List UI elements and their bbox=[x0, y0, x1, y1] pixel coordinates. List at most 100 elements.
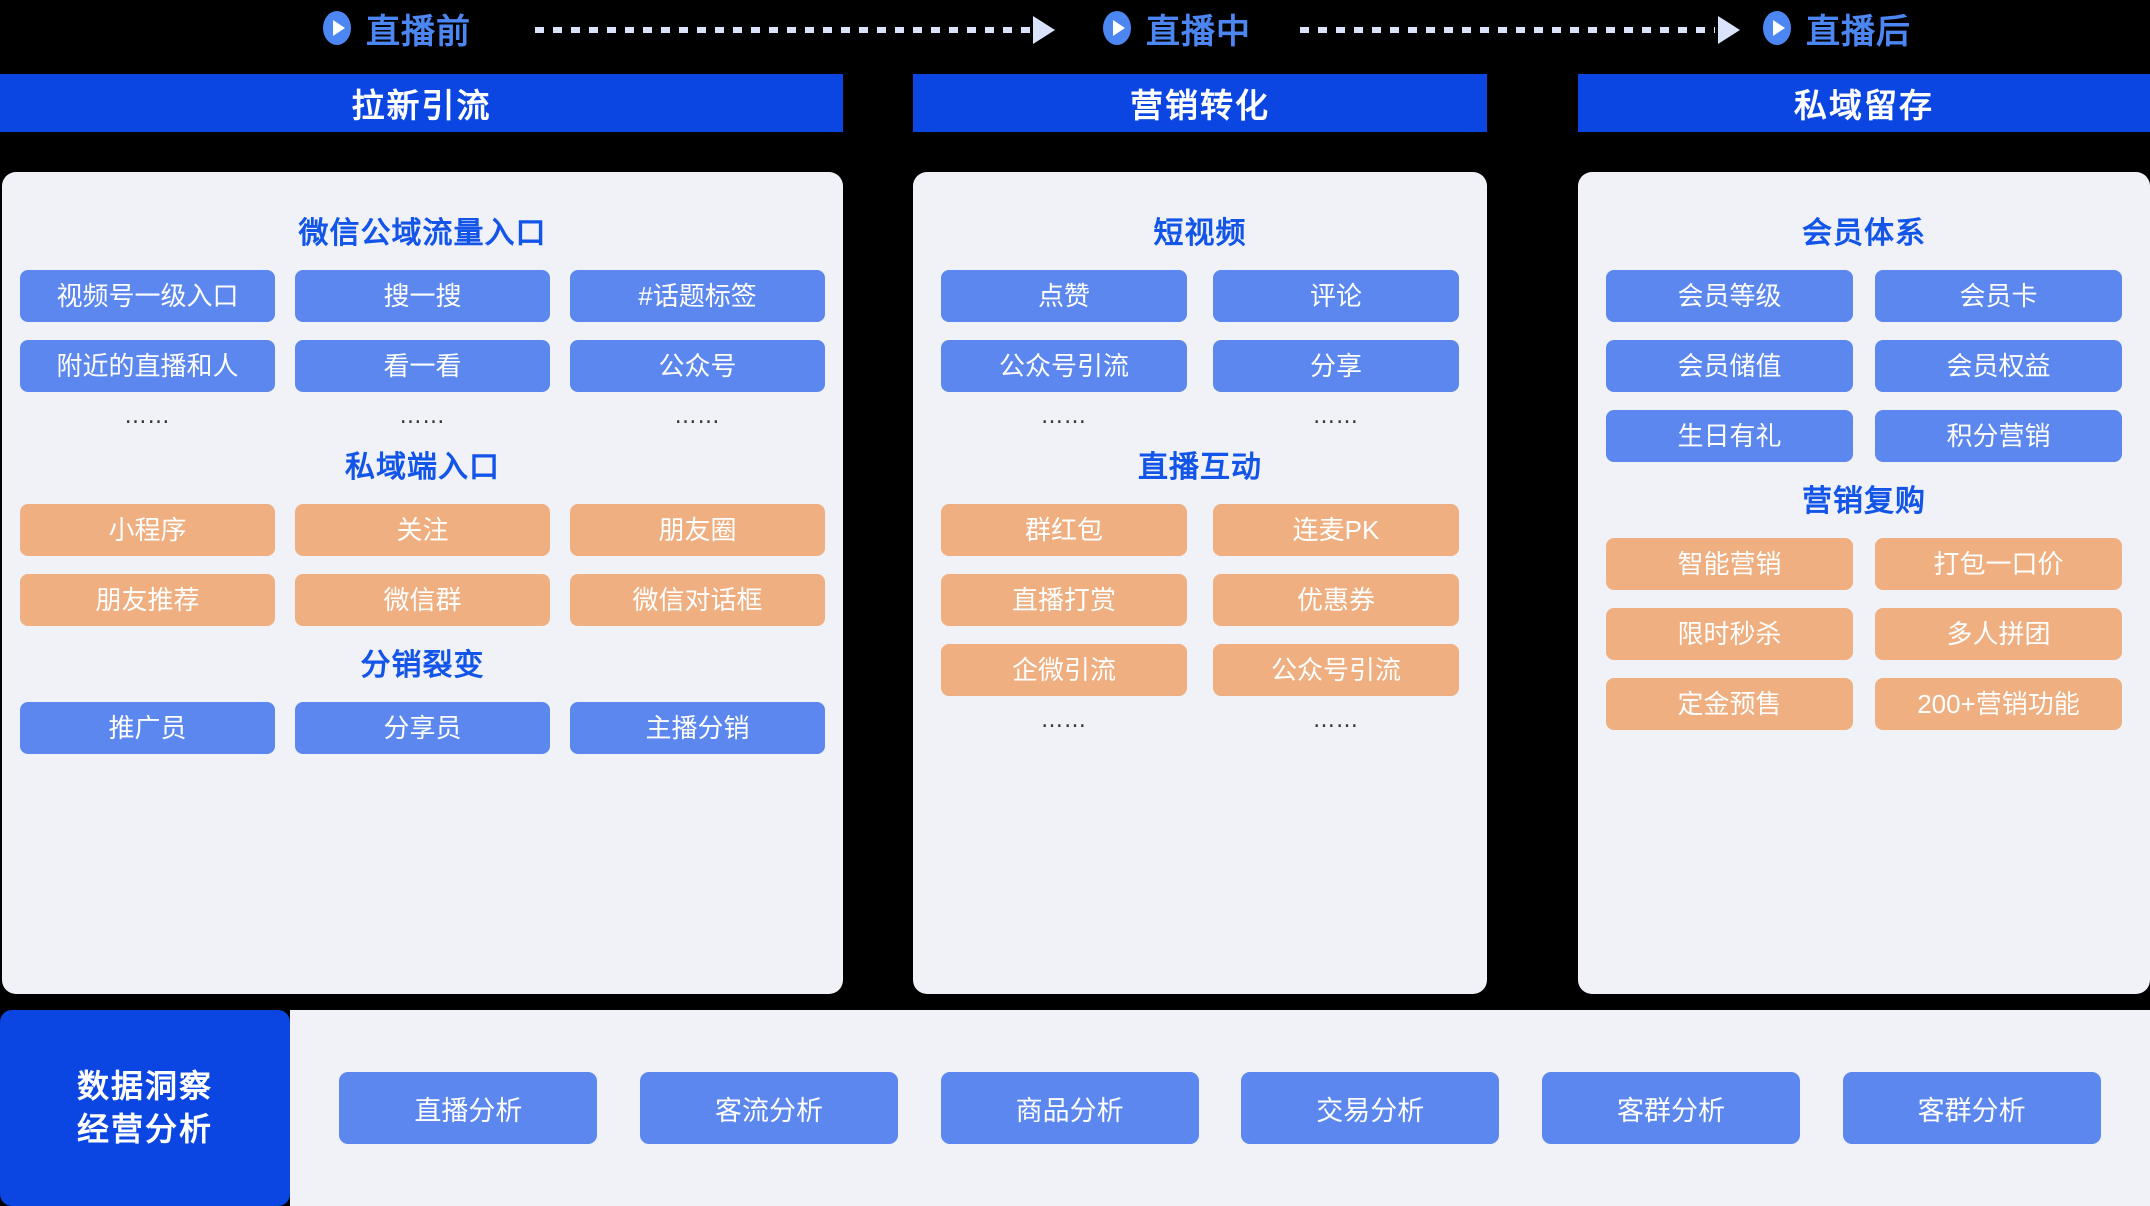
ellipsis-marker: …… bbox=[1041, 404, 1087, 429]
play-circle-icon bbox=[323, 11, 351, 45]
ellipsis-marker: …… bbox=[124, 404, 171, 429]
tile-row: 定金预售 200+营销功能 bbox=[1606, 678, 2122, 730]
ellipsis-marker: …… bbox=[674, 404, 721, 429]
feature-tile[interactable]: 连麦PK bbox=[1213, 504, 1459, 556]
column-panel-pre-live: 微信公域流量入口视频号一级入口搜一搜#话题标签附近的直播和人看一看公众号…………… bbox=[2, 172, 843, 994]
ellipsis-row: …… …… bbox=[941, 406, 1459, 428]
tile-row: 公众号引流分享 bbox=[941, 340, 1459, 392]
feature-tile[interactable]: #话题标签 bbox=[570, 270, 825, 322]
group-title: 分销裂变 bbox=[360, 649, 485, 682]
feature-tile[interactable]: 公众号引流 bbox=[1213, 644, 1459, 696]
ellipsis-marker: …… bbox=[399, 404, 446, 429]
ellipsis-row: …… …… …… bbox=[20, 406, 825, 428]
play-circle-icon bbox=[1103, 11, 1131, 45]
group-title: 微信公域流量入口 bbox=[298, 217, 547, 250]
panel-inner: 会员体系会员等级会员卡会员储值会员权益生日有礼积分营销营销复购智能营销打包一口价… bbox=[1578, 176, 2150, 748]
feature-tile[interactable]: 优惠券 bbox=[1213, 574, 1459, 626]
feature-tile[interactable]: 智能营销 bbox=[1606, 538, 1853, 590]
ellipsis-marker: …… bbox=[1313, 404, 1359, 429]
feature-tile[interactable]: 生日有礼 bbox=[1606, 410, 1853, 462]
analytics-label-line1: 数据洞察 bbox=[76, 1067, 213, 1104]
tile-row: 小程序关注朋友圈 bbox=[20, 504, 825, 556]
phase-item-2: 直播后 bbox=[1760, 0, 1911, 56]
group-title: 短视频 bbox=[1153, 217, 1247, 250]
analytics-label-line2: 经营分析 bbox=[76, 1111, 213, 1147]
analytics-tile[interactable]: 客流分析 bbox=[639, 1072, 898, 1144]
tile-row: 推广员分享员主播分销 bbox=[20, 702, 825, 754]
feature-tile[interactable]: 分享员 bbox=[295, 702, 550, 754]
feature-tile[interactable]: 点赞 bbox=[941, 270, 1187, 322]
column-header-0: 拉新引流 bbox=[0, 74, 843, 132]
column-header-label: 营销转化 bbox=[1130, 87, 1270, 124]
feature-tile[interactable]: 推广员 bbox=[20, 702, 275, 754]
group-title: 直播互动 bbox=[1138, 451, 1262, 484]
feature-tile[interactable]: 微信群 bbox=[295, 574, 550, 626]
phase-item-1: 直播中 bbox=[1100, 0, 1251, 56]
connector-1-to-2 bbox=[1300, 16, 1740, 44]
group-title: 会员体系 bbox=[1802, 217, 1926, 250]
feature-tile[interactable]: 公众号 bbox=[570, 340, 825, 392]
feature-tile[interactable]: 评论 bbox=[1213, 270, 1459, 322]
feature-tile[interactable]: 视频号一级入口 bbox=[20, 270, 275, 322]
phase-label: 直播中 bbox=[1146, 12, 1251, 51]
connector-arrow-icon bbox=[1718, 16, 1740, 44]
connector-dots bbox=[1300, 27, 1715, 33]
analytics-tile[interactable]: 交易分析 bbox=[1241, 1072, 1500, 1144]
feature-tile[interactable]: 关注 bbox=[295, 504, 550, 556]
tile-row: 生日有礼积分营销 bbox=[1606, 410, 2122, 462]
analytics-tile[interactable]: 直播分析 bbox=[339, 1072, 598, 1144]
ellipsis-marker: …… bbox=[1041, 708, 1087, 733]
feature-tile[interactable]: 小程序 bbox=[20, 504, 275, 556]
feature-tile[interactable]: 公众号引流 bbox=[941, 340, 1187, 392]
group-会员体系: 会员体系会员等级会员卡会员储值会员权益生日有礼积分营销 bbox=[1606, 208, 2122, 462]
feature-tile[interactable]: 直播打赏 bbox=[941, 574, 1187, 626]
column-header-1: 营销转化 bbox=[913, 74, 1487, 132]
tile-row: 会员储值会员权益 bbox=[1606, 340, 2122, 392]
feature-tile[interactable]: 朋友圈 bbox=[570, 504, 825, 556]
tile-row: 限时秒杀多人拼团 bbox=[1606, 608, 2122, 660]
feature-tile[interactable]: 限时秒杀 bbox=[1606, 608, 1853, 660]
phase-label: 直播前 bbox=[366, 12, 471, 51]
column-panel-post-live: 会员体系会员等级会员卡会员储值会员权益生日有礼积分营销营销复购智能营销打包一口价… bbox=[1578, 172, 2150, 994]
group-微信公域流量入口: 微信公域流量入口视频号一级入口搜一搜#话题标签附近的直播和人看一看公众号…………… bbox=[20, 208, 825, 428]
feature-tile[interactable]: 多人拼团 bbox=[1875, 608, 2122, 660]
analytics-tile[interactable]: 客群分析 bbox=[1541, 1072, 1800, 1144]
analytics-bar: 数据洞察 经营分析 直播分析客流分析商品分析交易分析客群分析客群分析 bbox=[0, 1010, 2150, 1206]
feature-tile[interactable]: 企微引流 bbox=[941, 644, 1187, 696]
feature-tile[interactable]: 微信对话框 bbox=[570, 574, 825, 626]
tile-row: 群红包连麦PK bbox=[941, 504, 1459, 556]
feature-tile[interactable]: 会员权益 bbox=[1875, 340, 2122, 392]
feature-tile[interactable]: 会员等级 bbox=[1606, 270, 1853, 322]
feature-tile[interactable]: 朋友推荐 bbox=[20, 574, 275, 626]
feature-tile[interactable]: 看一看 bbox=[295, 340, 550, 392]
feature-tile[interactable]: 附近的直播和人 bbox=[20, 340, 275, 392]
feature-tile[interactable]: 定金预售 bbox=[1606, 678, 1853, 730]
tile-row: 点赞评论 bbox=[941, 270, 1459, 322]
group-title: 营销复购 bbox=[1802, 485, 1926, 518]
analytics-tile[interactable]: 客群分析 bbox=[1842, 1072, 2101, 1144]
tile-row: 视频号一级入口搜一搜 #话题标签 bbox=[20, 270, 825, 322]
feature-tile[interactable]: 分享 bbox=[1213, 340, 1459, 392]
connector-dots bbox=[535, 27, 1030, 33]
feature-tile[interactable]: 主播分销 bbox=[570, 702, 825, 754]
feature-tile[interactable]: 会员储值 bbox=[1606, 340, 1853, 392]
feature-tile[interactable]: 搜一搜 bbox=[295, 270, 550, 322]
tile-row: 会员等级会员卡 bbox=[1606, 270, 2122, 322]
feature-tile[interactable]: 会员卡 bbox=[1875, 270, 2122, 322]
feature-tile[interactable]: 打包一口价 bbox=[1875, 538, 2122, 590]
column-header-label: 拉新引流 bbox=[351, 87, 492, 124]
connector-0-to-1 bbox=[535, 16, 1055, 44]
feature-tile[interactable]: 群红包 bbox=[941, 504, 1187, 556]
group-分销裂变: 分销裂变推广员分享员主播分销 bbox=[20, 640, 825, 754]
feature-tile[interactable]: 积分营销 bbox=[1875, 410, 2122, 462]
analytics-tile[interactable]: 商品分析 bbox=[940, 1072, 1199, 1144]
analytics-tile-track: 直播分析客流分析商品分析交易分析客群分析客群分析 bbox=[290, 1010, 2150, 1206]
column-header-label: 私域留存 bbox=[1794, 87, 1934, 124]
ellipsis-row: ………… bbox=[941, 710, 1459, 732]
group-私域端入口: 私域端入口小程序关注朋友圈朋友推荐微信群微信对话框 bbox=[20, 442, 825, 626]
group-短视频: 短视频点赞评论公众号引流分享………… bbox=[941, 208, 1459, 428]
feature-tile[interactable]: 200+营销功能 bbox=[1875, 678, 2122, 730]
analytics-bar-label: 数据洞察 经营分析 bbox=[0, 1010, 290, 1206]
